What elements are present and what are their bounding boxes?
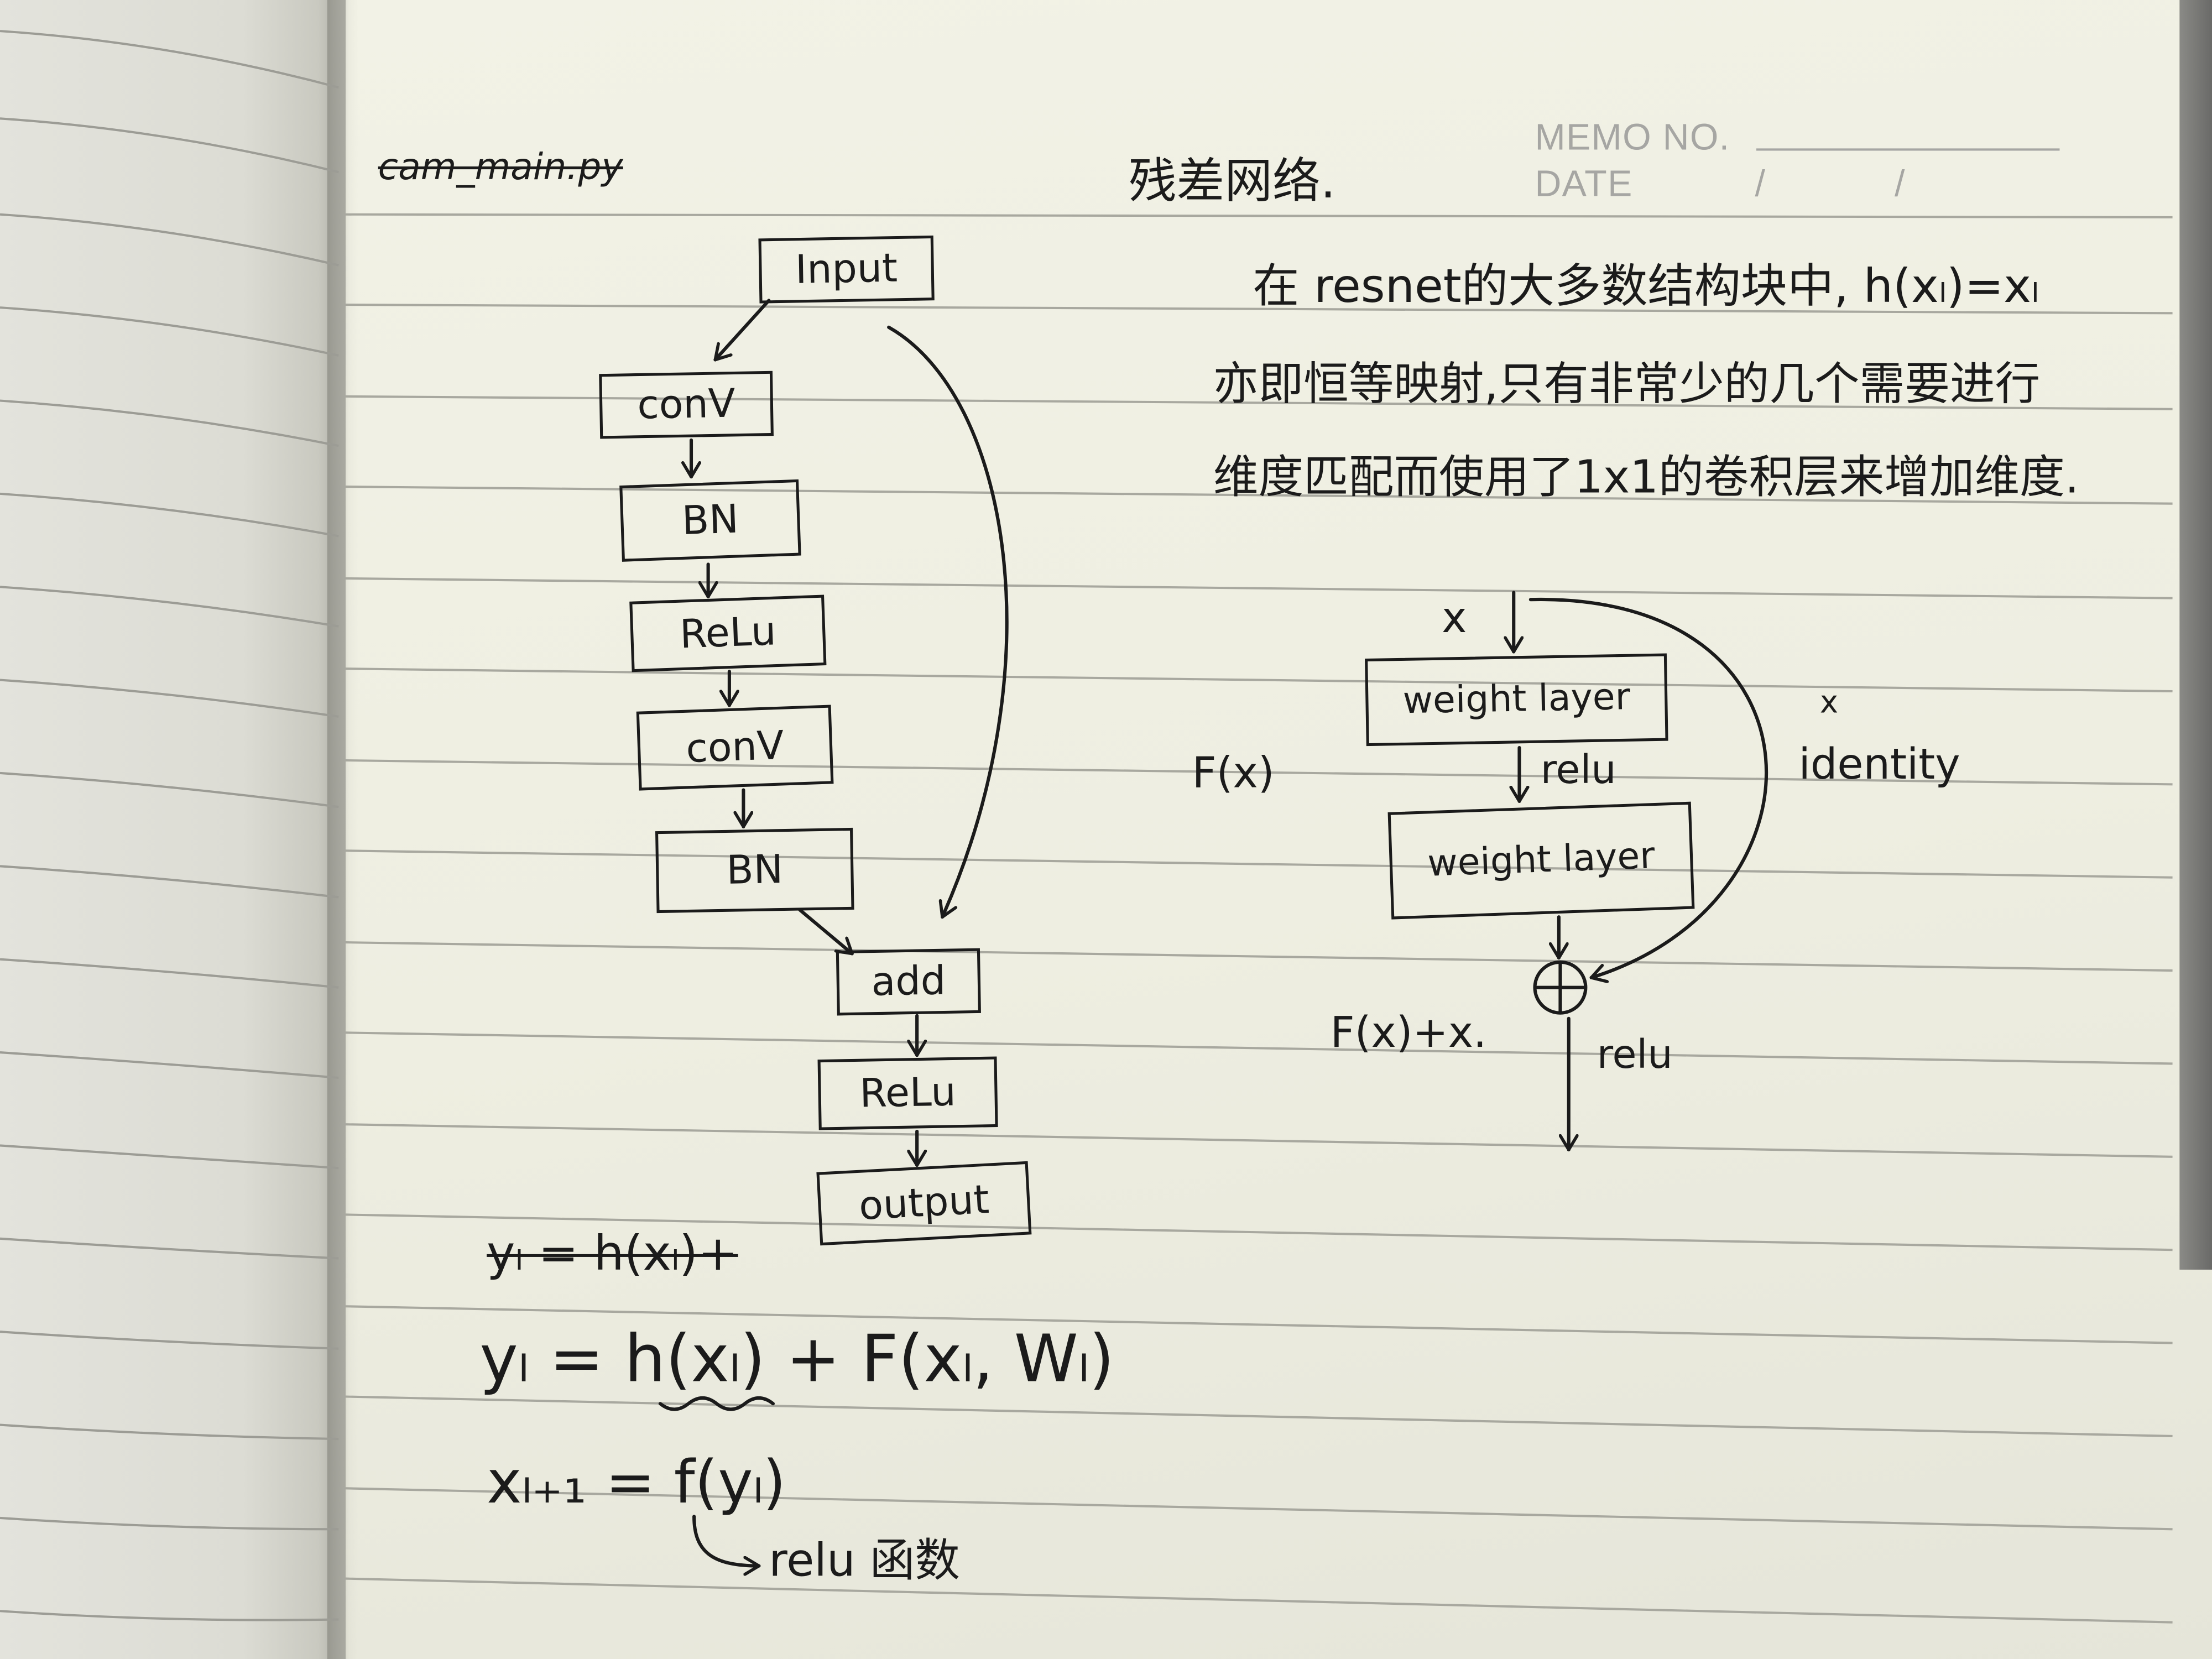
- left-stack-rule: [0, 213, 339, 267]
- ruled-line: [345, 1487, 2173, 1531]
- flowchart-node-add: add: [836, 948, 981, 1016]
- relu-label-1: relu: [1540, 746, 1616, 793]
- ruled-line: [345, 1123, 2173, 1158]
- page-title: 残差网络.: [1128, 154, 1336, 211]
- left-stack-rule: [0, 1516, 339, 1531]
- flowchart-arrows: [658, 299, 1009, 1566]
- sum-label: F(x)+x.: [1330, 1008, 1487, 1058]
- crossed-out-equation: yₗ = h(xₗ)+: [487, 1225, 738, 1282]
- ruled-line: [345, 1031, 2173, 1065]
- left-stack-rule: [0, 958, 339, 989]
- left-stack-rule: [0, 1331, 339, 1350]
- memo-number-label: MEMO NO.: [1535, 116, 1730, 158]
- ruled-line: [345, 213, 2173, 218]
- left-stack-rule: [0, 306, 339, 357]
- note-line: 维度匹配而使用了1x1的卷积层来增加维度.: [1213, 450, 2079, 504]
- identity-label: identity: [1798, 740, 1960, 790]
- left-stack-rules: [0, 30, 339, 1621]
- flowchart-node-relu: ReLu: [629, 594, 827, 672]
- flowchart-node-input: Input: [758, 235, 935, 304]
- flowchart-node-conv-2: conV: [636, 705, 834, 791]
- date-separator: /: [1755, 162, 1766, 205]
- date-label: DATE: [1535, 162, 1633, 205]
- note-line: 亦即恒等映射,只有非常少的几个需要进行: [1213, 357, 2041, 411]
- left-stack-rule: [0, 1144, 339, 1170]
- ruled-line: [345, 849, 2173, 879]
- left-stack-rule: [0, 30, 339, 89]
- circled-plus-icon: [1533, 960, 1588, 1015]
- left-stack-rule: [0, 1051, 339, 1079]
- weight-layer-1: weight layer: [1365, 653, 1668, 747]
- left-stack-rule: [0, 117, 339, 174]
- left-page-stack: [0, 0, 346, 1659]
- weight-layer-2: weight layer: [1387, 801, 1695, 920]
- arrow-identity-shortcut: [1528, 598, 1768, 978]
- arrow-bn-to-add: [798, 908, 854, 956]
- left-stack-rule: [0, 586, 339, 628]
- left-stack-rule: [0, 399, 339, 447]
- wavy-underline: [658, 1396, 775, 1411]
- ruled-line: [345, 1577, 2173, 1624]
- left-stack-rule: [0, 865, 339, 899]
- relu-label-2: relu: [1597, 1031, 1673, 1078]
- left-stack-rule: [0, 1237, 339, 1260]
- flowchart-node-bn-2: BN: [655, 827, 854, 914]
- ruled-line: [345, 667, 2173, 693]
- left-stack-rule: [0, 1610, 339, 1621]
- shortcut-x-label: x: [1819, 685, 1839, 721]
- left-stack-rule: [0, 771, 339, 808]
- page-ruled-lines: [345, 213, 2173, 1624]
- ruled-line: [345, 486, 2173, 505]
- arrow-f-to-relu-note: [692, 1515, 761, 1566]
- flowchart-node-bn: BN: [619, 479, 801, 562]
- residual-branch-label: F(x): [1192, 749, 1275, 799]
- ruled-line: [345, 941, 2173, 972]
- residual-equation: yₗ = h(xₗ) + F(xₗ, Wₗ): [479, 1320, 1115, 1397]
- next-input-equation: xₗ₊₁ = f(yₗ): [487, 1447, 786, 1517]
- background-outside-notebook: [2179, 0, 2212, 1270]
- crossed-out-filename: cam_main.py: [378, 147, 623, 189]
- arrow-input-to-conv: [713, 299, 771, 362]
- sum-node-plus: [1534, 962, 1586, 1014]
- ruled-line: [345, 759, 2173, 786]
- ruled-line: [345, 1213, 2173, 1251]
- flowchart-node-relu-2: ReLu: [817, 1056, 998, 1130]
- date-separator: /: [1895, 162, 1906, 205]
- arrow-skip-connection: [887, 325, 1009, 919]
- activation-note: relu 函数: [769, 1533, 960, 1587]
- ruled-line: [345, 577, 2173, 599]
- note-line: 在 resnet的大多数结构块中, h(xₗ)=xₗ: [1253, 258, 2039, 314]
- residual-block-arrows: [1514, 591, 1768, 1152]
- left-stack-rule: [0, 1423, 339, 1441]
- ruled-line: [345, 1305, 2173, 1344]
- ruled-line: [345, 303, 2173, 315]
- flowchart-node-output: output: [816, 1161, 1032, 1246]
- notebook-spine-shadow: [327, 0, 358, 1659]
- ruled-line: [345, 1395, 2173, 1437]
- residual-block-input-label: x: [1442, 593, 1467, 644]
- left-stack-rule: [0, 679, 339, 718]
- flowchart-node-conv: conV: [599, 371, 774, 439]
- left-stack-rule: [0, 492, 339, 538]
- ruled-line: [345, 395, 2173, 410]
